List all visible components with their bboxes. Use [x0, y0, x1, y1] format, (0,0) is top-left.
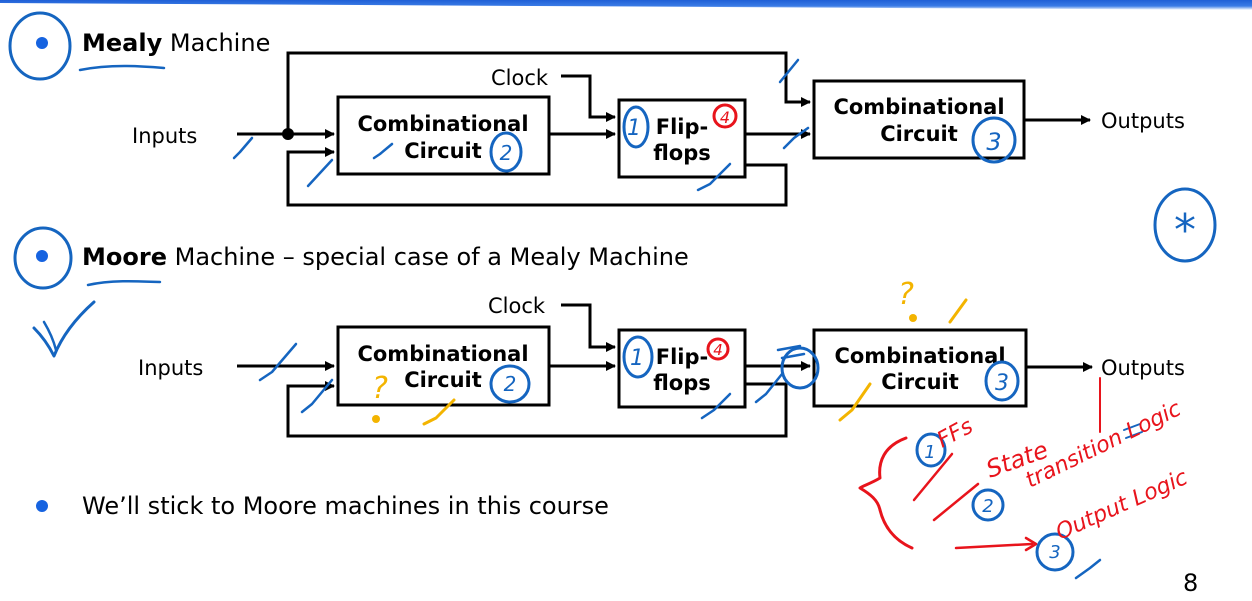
mealy-comb2-line1: Combinational — [833, 95, 1004, 119]
moore-inputs-label: Inputs — [138, 356, 203, 380]
checkmark-annotation — [32, 300, 96, 358]
annotation-number: 1 — [924, 442, 935, 463]
annotation-number: 2 — [982, 496, 993, 517]
mealy-ff-line1: Flip- — [656, 115, 709, 139]
tick-annotation — [1074, 558, 1102, 580]
mealy-ff-line2: flops — [653, 141, 711, 165]
moore-clock-label: Clock — [488, 294, 546, 318]
annotation-number: 2 — [504, 372, 517, 396]
annotation-number: 3 — [1049, 542, 1060, 563]
tick-annotation — [778, 58, 800, 84]
bullet-marker — [36, 500, 48, 512]
moore-comb1-line2: Circuit — [404, 368, 482, 392]
annotation-number: 3 — [995, 371, 1009, 396]
annotation-number: 4 — [720, 108, 730, 127]
moore-comb2-line1: Combinational — [834, 344, 1005, 368]
tick-annotation — [372, 142, 394, 160]
title-bar-band — [0, 0, 1252, 10]
bullet-bold-term: Mealy — [82, 29, 163, 57]
star-circle-annotation — [1153, 187, 1217, 263]
tick-annotation — [700, 392, 732, 420]
tick-annotation — [838, 382, 872, 422]
moore-comb2-line2: Circuit — [881, 370, 959, 394]
tick-annotation — [782, 126, 810, 150]
mealy-comb1-line2: Circuit — [404, 139, 482, 163]
bullet-mealy: Mealy Machine — [82, 29, 270, 57]
pen-annotations — [8, 11, 1217, 580]
moore-ff-line1: Flip- — [656, 345, 709, 369]
question-mark-annotation: ? — [372, 371, 388, 406]
mealy-comb2-line2: Circuit — [880, 122, 958, 146]
mealy-clock-label: Clock — [491, 66, 549, 90]
question-mark-annotation: ? — [898, 277, 914, 312]
tick-annotation — [948, 298, 968, 324]
mealy-flipflops-box — [617, 98, 747, 179]
bullet-marker — [36, 37, 48, 49]
tick-annotation — [300, 378, 334, 414]
bullet-moore: Moore Machine – special case of a Mealy … — [82, 243, 689, 271]
moore-comb1-line1: Combinational — [357, 342, 528, 366]
bullet-rest-text: We’ll stick to Moore machines in this co… — [82, 492, 609, 520]
annotation-number: 1 — [627, 116, 641, 141]
underline-annotation — [86, 279, 162, 287]
bullet-marker — [36, 250, 48, 262]
mealy-outputs-label: Outputs — [1101, 109, 1185, 133]
mealy-inputs-label: Inputs — [132, 124, 197, 148]
annotation-number: 4 — [713, 341, 723, 359]
brace-annotation — [858, 436, 914, 550]
moore-outputs-label: Outputs — [1101, 356, 1185, 380]
tick-annotation — [422, 398, 456, 426]
bullet-rest-text: Machine – special case of a Mealy Machin… — [166, 243, 689, 271]
mealy-comb1-line1: Combinational — [357, 112, 528, 136]
star-annotation: * — [1174, 205, 1196, 256]
tick-annotation — [306, 158, 334, 188]
tick-annotation — [258, 342, 298, 382]
page-number: 8 — [1183, 569, 1199, 597]
handwritten-note-output: Output Logic — [1052, 465, 1191, 545]
annotation-number: 2 — [500, 141, 513, 165]
annotation-number: 3 — [986, 128, 1001, 156]
tick-annotation — [232, 136, 254, 160]
handwritten-note-ffs: FFs — [933, 414, 977, 453]
tick-annotation — [696, 162, 732, 192]
annotation-number: 1 — [630, 346, 644, 371]
moore-ff-line2: flops — [653, 371, 711, 395]
bullet-circle-annotation — [13, 226, 73, 290]
bullet-bold-term: Moore — [82, 243, 167, 271]
tick-annotation — [754, 372, 784, 404]
bullet-circle-annotation — [8, 11, 72, 81]
underline-annotation — [78, 64, 166, 72]
bullet-rest-text: Machine — [162, 29, 271, 57]
bullet-course-note: We’ll stick to Moore machines in this co… — [82, 492, 609, 520]
